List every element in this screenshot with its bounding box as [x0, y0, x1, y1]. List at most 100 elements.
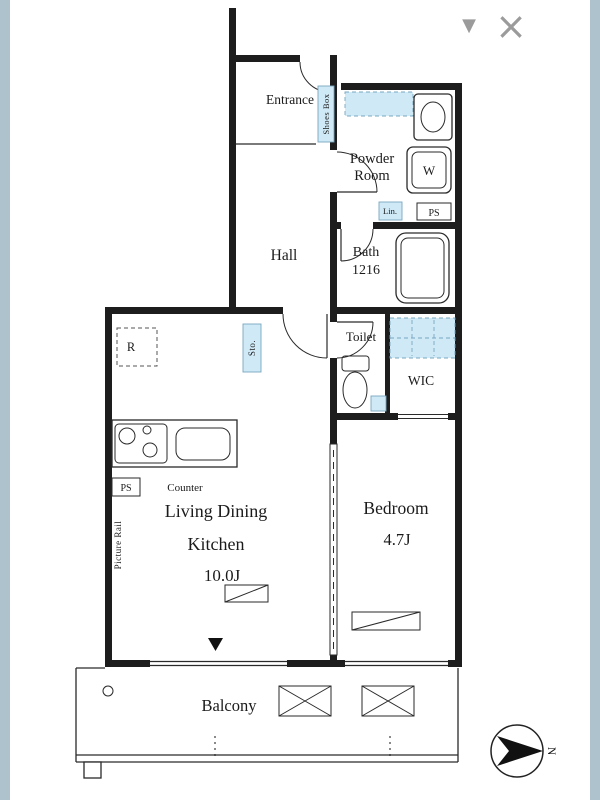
bedroom-beam-diagonal — [351, 611, 421, 631]
stove — [114, 423, 168, 464]
shoes-box-label: Shoes Box — [321, 93, 331, 134]
refrigerator-space — [116, 327, 158, 367]
toilet-tank — [341, 355, 370, 372]
kitchen-fixtures — [111, 327, 238, 497]
storage-label: Sto. — [247, 340, 257, 356]
wall-segment — [105, 307, 283, 314]
wall-segment — [105, 660, 150, 667]
doors — [150, 61, 448, 667]
toilet-label: Toilet — [346, 329, 377, 344]
washing-machine-drum — [411, 151, 447, 189]
counter-label: Counter — [167, 482, 203, 494]
viewer-frame-left — [0, 0, 10, 800]
bath-size-label: 1216 — [352, 263, 380, 278]
picture-rail-label: Picture Rail — [113, 521, 123, 570]
wall-segment — [229, 55, 300, 62]
balcony-partition-line — [214, 736, 391, 760]
wall-segment — [330, 222, 341, 229]
bedroom-size-label: 4.7J — [383, 530, 411, 549]
stove-burner — [142, 425, 152, 435]
linen-cabinet — [378, 201, 403, 221]
bathtub-inner — [400, 237, 445, 299]
fixture-labels: Shoes Box W PS Lin. Sto. R PS Counter Pi… — [113, 93, 440, 569]
bath-door-arc — [340, 228, 374, 262]
balcony-area — [75, 667, 459, 779]
washbasin-unit — [413, 93, 453, 141]
wall-segment — [448, 660, 462, 667]
bath-label: Bath — [353, 245, 379, 260]
wall-segment — [229, 55, 236, 314]
hatch-box-cross — [361, 685, 415, 717]
bedroom-beam-symbol — [351, 611, 421, 631]
powder-door-arc — [336, 151, 378, 193]
compass: N — [490, 724, 557, 778]
bedroom-window — [345, 660, 448, 667]
washer-label: W — [423, 163, 436, 178]
room-labels: Entrance Powder Room Hall Bath 1216 Toil… — [165, 92, 434, 715]
symbols — [208, 584, 421, 651]
bedroom-label: Bedroom — [363, 498, 429, 518]
fridge-label: R — [127, 340, 136, 354]
ldk-size-label: 10.0J — [204, 566, 241, 585]
close-button[interactable]: × — [495, 4, 527, 48]
north-arrow-icon — [497, 736, 543, 766]
ldk-beam-diagonal — [224, 584, 269, 603]
kitchen-sink — [175, 427, 231, 461]
balcony-drain — [102, 685, 114, 697]
wall-segment — [330, 358, 337, 444]
ldk-beam-symbol — [224, 584, 269, 603]
wall-segment — [455, 83, 462, 667]
ldk-label-1: Living Dining — [165, 501, 268, 521]
ps-sanitary-label: PS — [428, 208, 439, 219]
wall-segment — [448, 413, 462, 420]
stove-burner — [142, 442, 158, 458]
wall-segment — [287, 660, 345, 667]
powder-room-label-1: Powder — [350, 151, 394, 167]
upper-cabinet — [344, 91, 414, 117]
floor-plan: N Entrance Powder Room Hall Bath 1216 To… — [75, 8, 557, 779]
toilet-cabinet — [370, 395, 387, 412]
pipe-space-box — [416, 202, 452, 221]
wall-segment — [334, 413, 398, 420]
wic-shelf-dividers — [390, 320, 455, 356]
direction-marker — [208, 638, 223, 651]
wall-segment — [330, 192, 337, 314]
hatch-box — [278, 685, 332, 717]
entrance-label: Entrance — [266, 92, 314, 107]
hatch-box — [361, 685, 415, 717]
wic-sliding-door — [398, 414, 448, 419]
wall-segment — [385, 314, 390, 413]
wall-segment — [341, 83, 462, 90]
collapse-button[interactable]: ▼ — [462, 15, 476, 36]
ldk-window — [150, 660, 287, 667]
wall-segment — [229, 8, 236, 62]
ldk-label-2: Kitchen — [188, 534, 245, 554]
bathtub — [395, 232, 450, 304]
corner-column — [83, 761, 102, 779]
hatch-box-cross — [278, 685, 332, 717]
wall-segment — [330, 307, 462, 314]
stove-burner — [118, 427, 136, 445]
balcony-outline — [75, 667, 459, 763]
toilet-door-arc — [336, 321, 374, 359]
linen-label: Lin. — [383, 206, 397, 216]
ps-kitchen-box — [111, 477, 141, 497]
toilet-bowl — [342, 371, 368, 409]
ldk-door-arc — [282, 313, 328, 359]
washbasin-bowl — [420, 101, 446, 133]
viewer-frame-right — [590, 0, 600, 800]
wic-label: WIC — [408, 373, 434, 388]
hall-label: Hall — [271, 247, 298, 264]
wall-segment — [373, 222, 462, 229]
shoes-box — [317, 85, 335, 143]
hall-storage — [242, 323, 262, 373]
ps-kitchen-label: PS — [120, 483, 131, 494]
powder-room-label-2: Room — [354, 168, 390, 184]
balcony-label: Balcony — [202, 696, 258, 715]
wall-segment — [330, 314, 337, 322]
sanitary-fixtures — [341, 93, 453, 409]
washing-machine — [406, 146, 452, 194]
wall-segment — [105, 307, 112, 667]
